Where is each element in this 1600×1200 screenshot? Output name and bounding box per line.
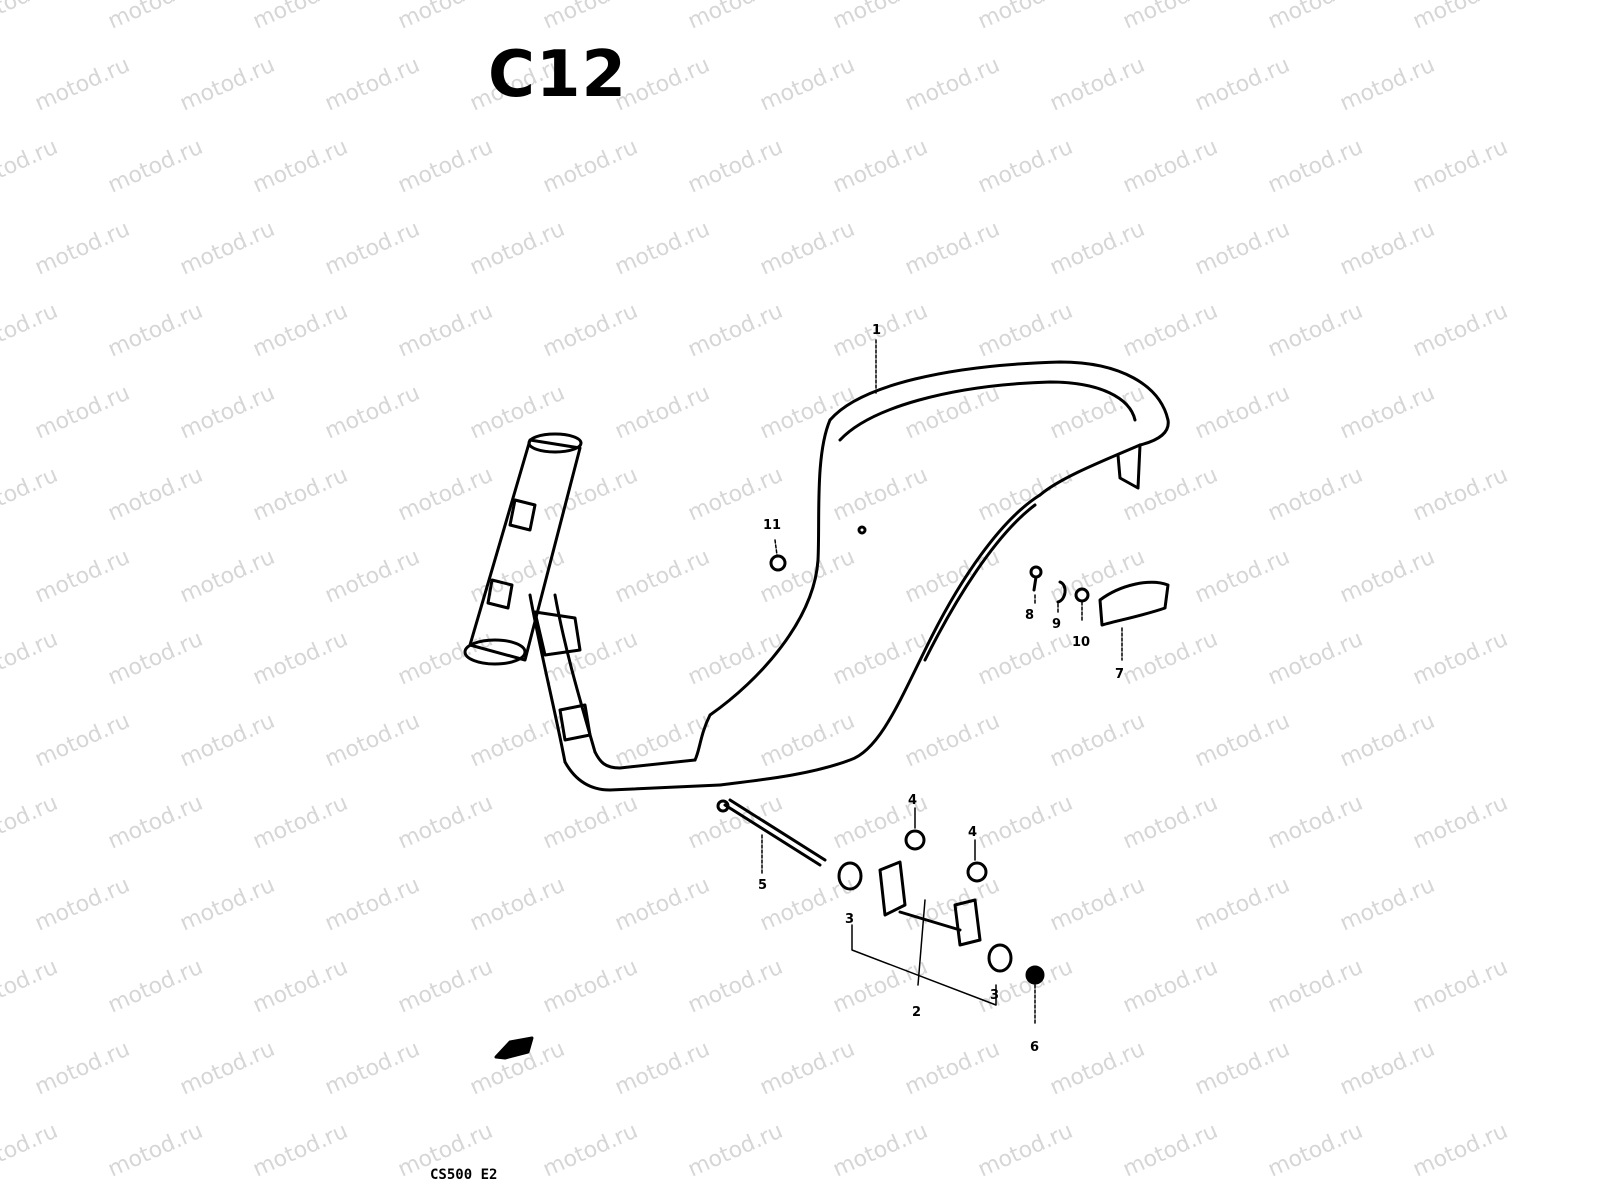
pivot-bolt xyxy=(716,798,827,867)
steering-head-pipe xyxy=(463,432,583,666)
arrow-mark xyxy=(494,1036,534,1060)
nut-6 xyxy=(1025,965,1045,985)
callout-1: 1 xyxy=(872,323,882,338)
footer-code: CS500 E2 xyxy=(430,1167,498,1183)
callout-9: 9 xyxy=(1052,617,1062,632)
frame-body xyxy=(528,360,1170,792)
washer-9 xyxy=(1056,580,1067,604)
callout-6: 6 xyxy=(1030,1040,1040,1055)
bush-3b xyxy=(987,943,1013,973)
callout-2: 2 xyxy=(912,1005,922,1020)
callout-3a: 3 xyxy=(845,912,855,927)
grommet-11 xyxy=(769,554,787,572)
engine-hanger xyxy=(878,860,982,947)
bolt-8 xyxy=(1029,565,1043,592)
cover-plate-7 xyxy=(1098,580,1170,627)
callout-4a: 4 xyxy=(908,793,918,808)
callout-5: 5 xyxy=(758,878,768,893)
nut-10 xyxy=(1074,587,1090,603)
callout-4b: 4 xyxy=(968,825,978,840)
callout-10: 10 xyxy=(1072,635,1091,650)
callout-8: 8 xyxy=(1025,608,1035,623)
nut-4a xyxy=(904,829,926,851)
callout-7: 7 xyxy=(1115,667,1125,682)
bush-3a xyxy=(837,861,863,891)
nut-4b xyxy=(966,861,988,883)
callout-3b: 3 xyxy=(990,988,1000,1003)
diagram-title: C12 xyxy=(488,38,628,112)
callout-11: 11 xyxy=(763,518,782,533)
